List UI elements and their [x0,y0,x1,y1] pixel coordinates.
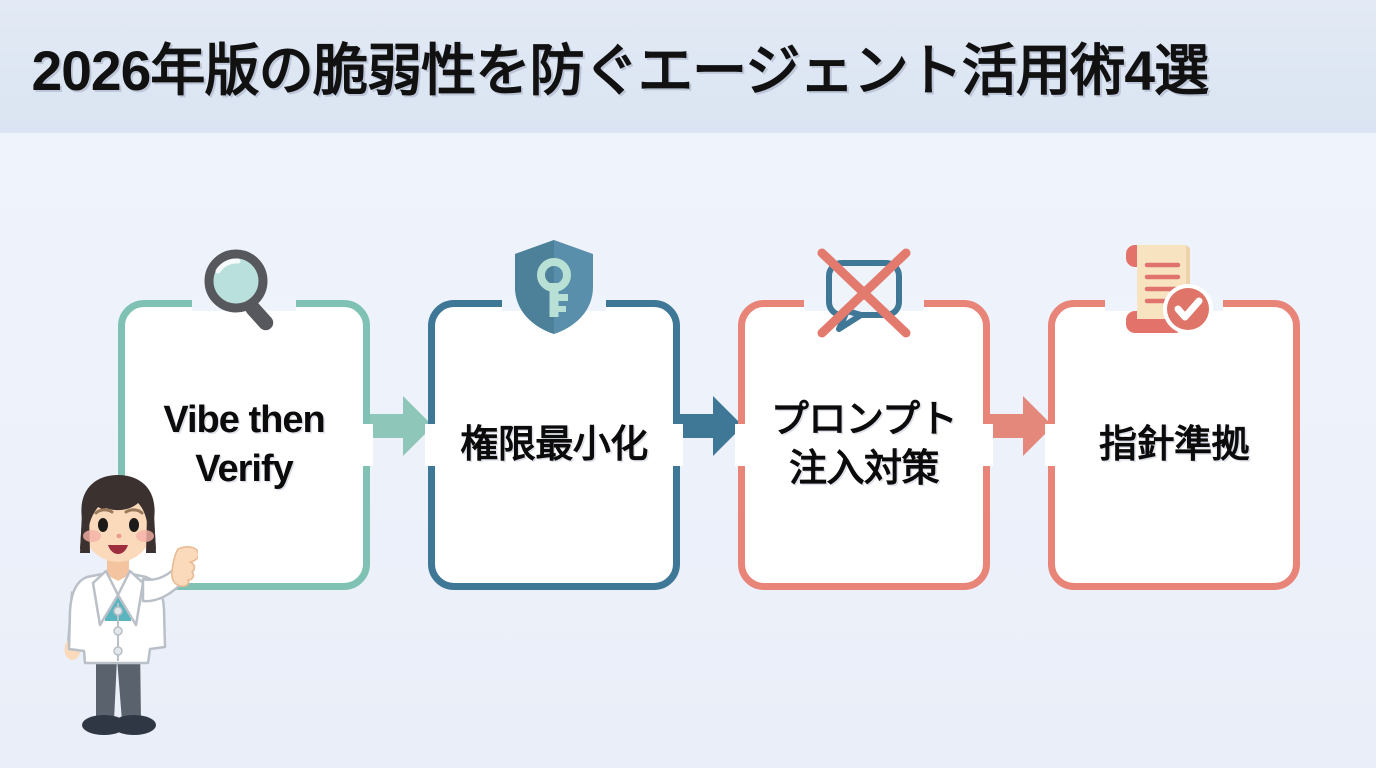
flow-step-label: Vibe then Verify [163,399,325,490]
card-left-notch [1045,424,1059,466]
shield-key-icon [508,237,600,337]
certified-scroll-icon [1110,239,1218,343]
flow-step-label: 権限最小化 [460,423,648,466]
flow-diagram-stage: Vibe then Verify 権限最小化 [0,133,1376,768]
flow-step-card-2[interactable]: 権限最小化 [425,240,683,590]
page-title: 2026年版の脆弱性を防ぐエージェント活用術4選 [31,39,1210,102]
flow-step-card-4[interactable]: 指針準拠 [1045,245,1300,590]
card-left-notch [425,424,439,466]
card-right-notch [359,424,373,466]
arrow-step1-to-step2 [369,393,433,459]
card-right-notch [979,424,993,466]
flow-step-card-3[interactable]: プロンプト 注入対策 [735,248,993,590]
no-prompt-injection-icon [809,245,919,345]
flow-step-card-1[interactable]: Vibe then Verify [118,249,373,590]
arrow-step2-to-step3 [679,393,743,459]
flow-step-label: プロンプト 注入対策 [770,399,958,490]
card-left-notch [735,424,749,466]
header-band: 2026年版の脆弱性を防ぐエージェント活用術4選 [0,0,1376,133]
card-right-notch [669,424,683,466]
flow-step-label: 指針準拠 [1098,423,1250,466]
magnifying-glass-icon [194,241,294,341]
arrow-step3-to-step4 [989,393,1053,459]
female-scientist-pointing [38,453,198,753]
